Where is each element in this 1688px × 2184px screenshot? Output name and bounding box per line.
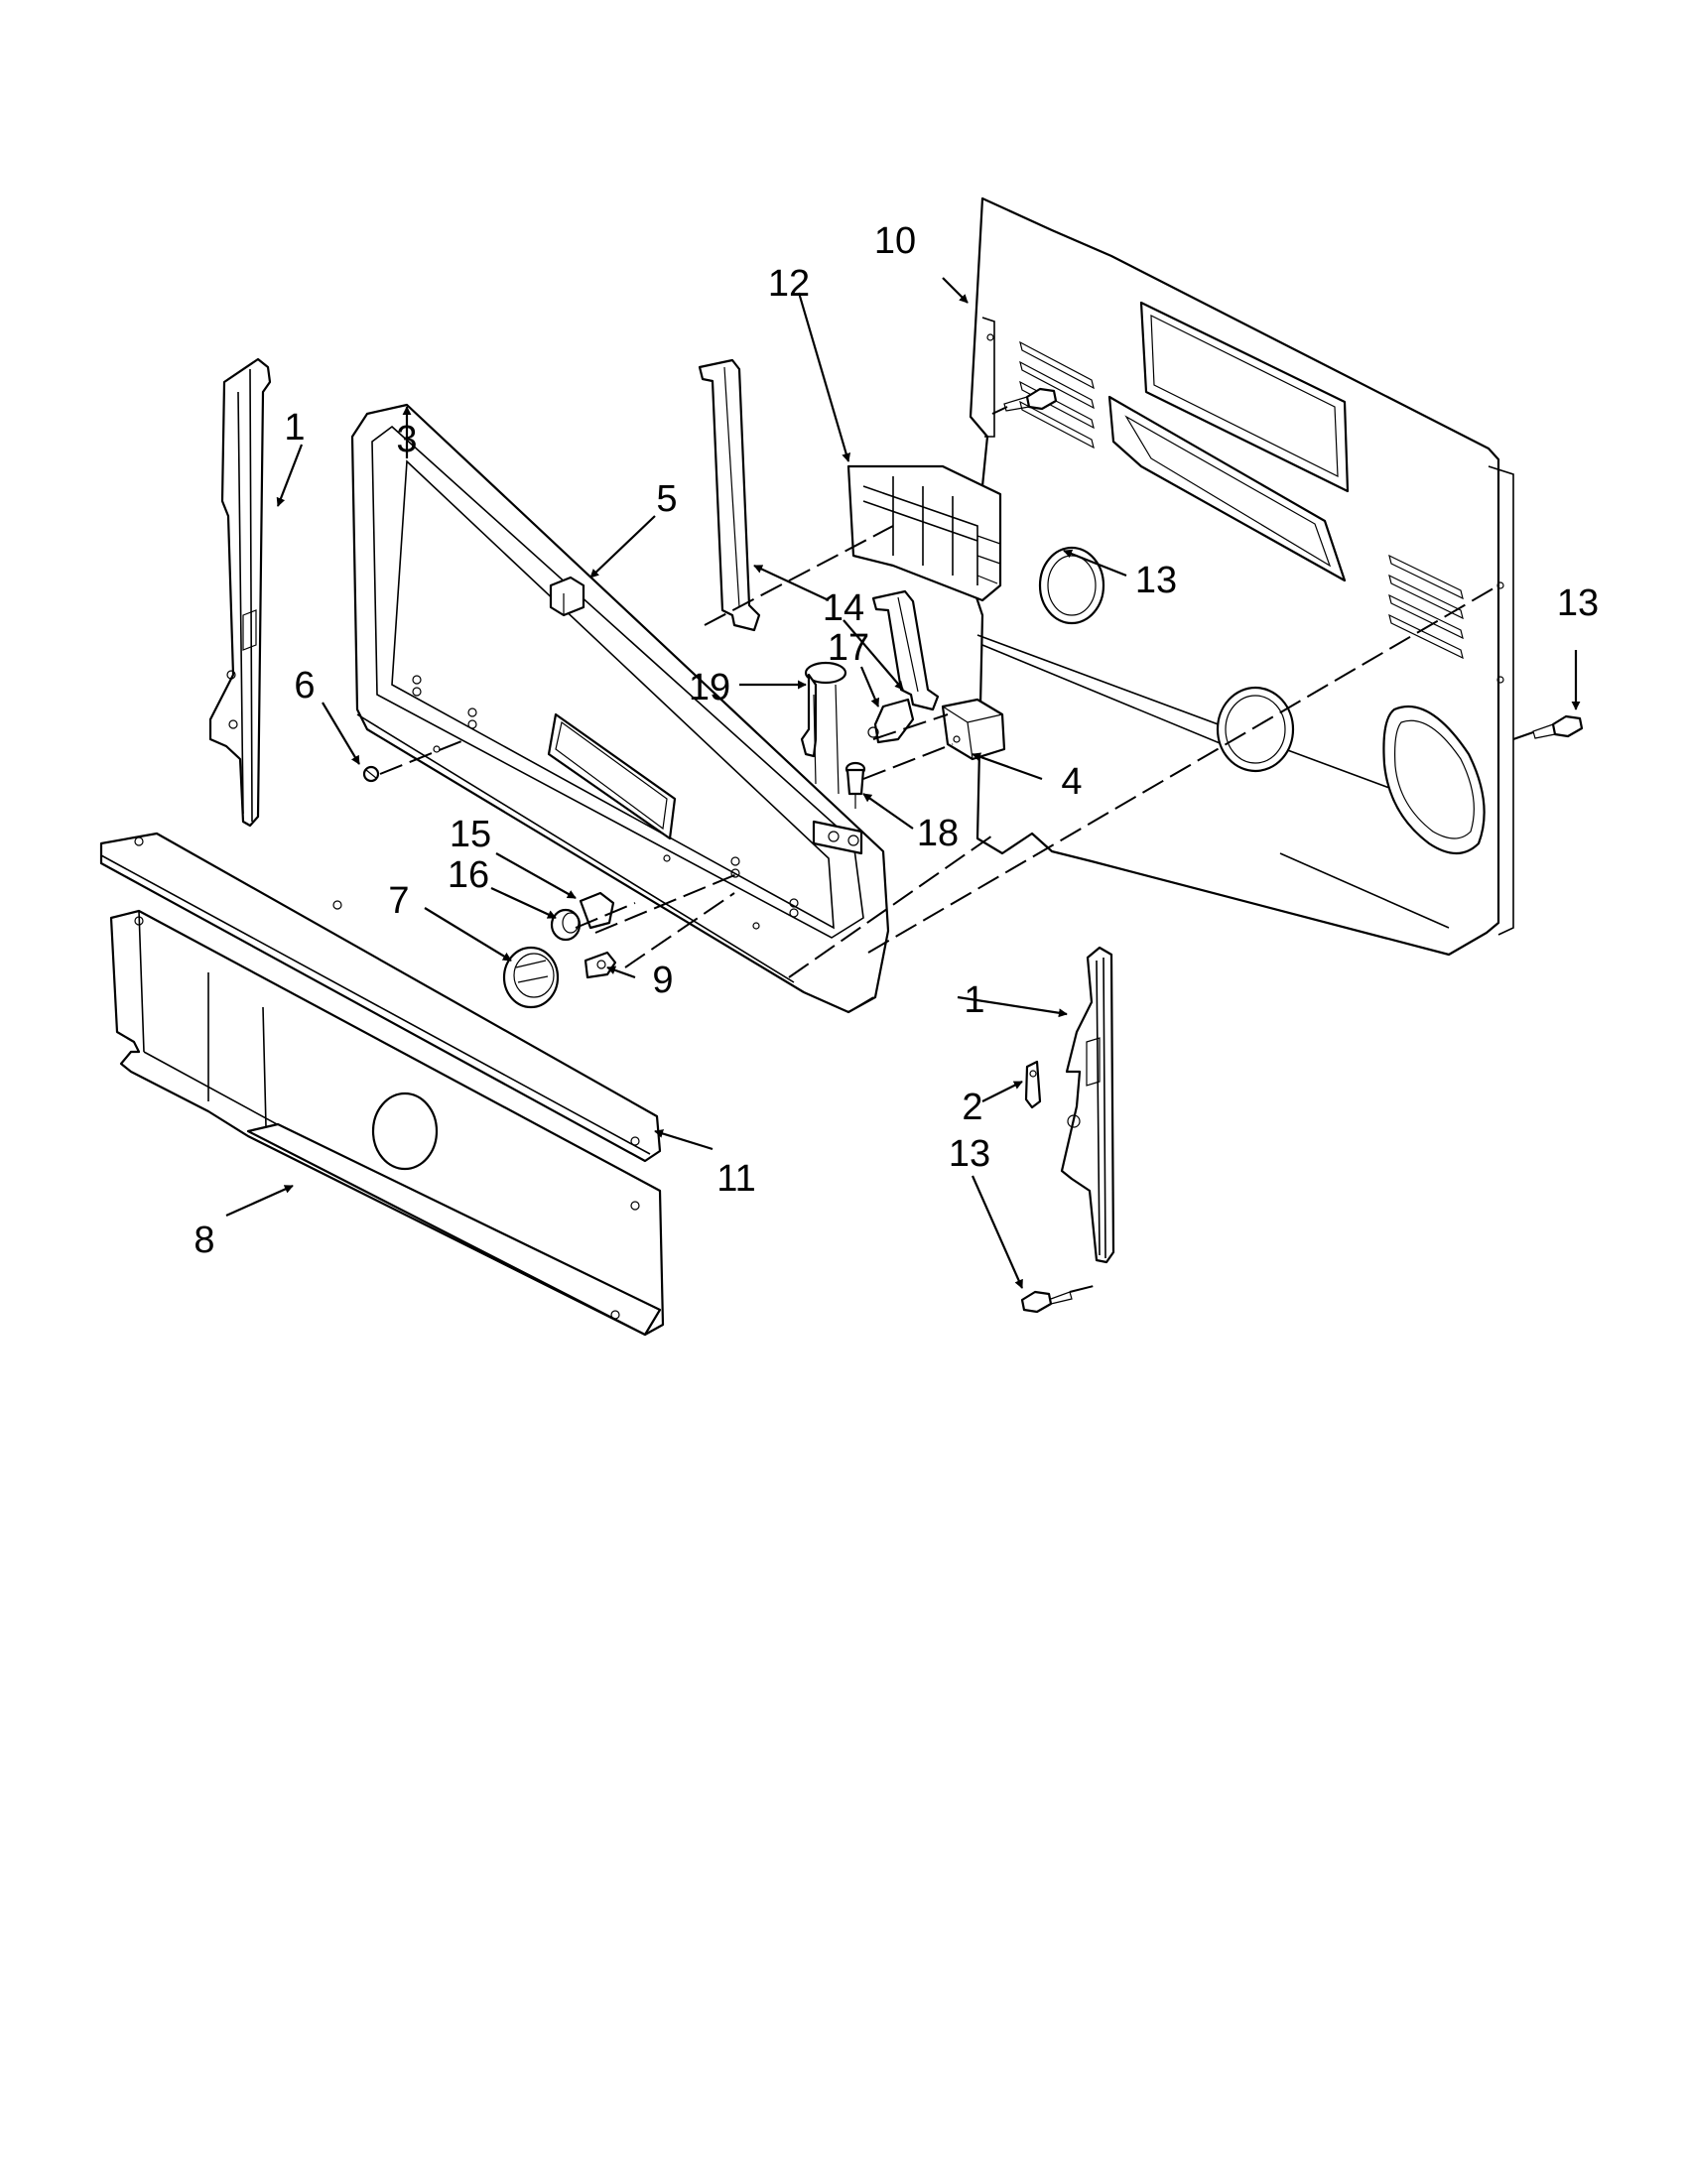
bracket-left-14	[698, 358, 761, 632]
knob-insert-15	[579, 891, 615, 930]
manifold-panel	[99, 832, 662, 1163]
callout-5: 5	[656, 478, 677, 520]
screw-13-lower	[1020, 1290, 1073, 1314]
callout-3: 3	[396, 419, 417, 460]
callout-17: 17	[828, 627, 869, 669]
screw-13-right	[1532, 714, 1584, 739]
callout-6: 6	[294, 665, 315, 707]
end-cap-left	[208, 357, 272, 828]
callout-12: 12	[768, 263, 810, 305]
callout-18: 18	[917, 813, 959, 854]
control-board-bracket	[846, 464, 1002, 602]
control-panel	[350, 403, 890, 1014]
callout-15: 15	[450, 814, 491, 855]
callout-13-upper: 13	[1135, 560, 1177, 601]
callout-4: 4	[1061, 761, 1082, 803]
callout-labels: 1 3 5 10 12 13 13 14 17 19 4 18 6 15 16 …	[194, 220, 1599, 1261]
callout-13-lower: 13	[949, 1133, 990, 1175]
callout-9: 9	[652, 960, 673, 1001]
switch-17	[867, 698, 915, 744]
bracket-clip	[1024, 1060, 1042, 1109]
rear-panel	[969, 196, 1514, 957]
callout-8: 8	[194, 1220, 214, 1261]
callout-14: 14	[823, 587, 864, 629]
callout-2: 2	[962, 1087, 982, 1128]
screw-6	[362, 765, 380, 783]
callout-16: 16	[448, 854, 489, 896]
callout-10: 10	[874, 220, 916, 262]
assembly-lines	[379, 406, 1534, 1293]
transformer-4	[941, 698, 1006, 761]
knob-ring-16	[550, 908, 582, 942]
knob-7	[502, 946, 560, 1009]
callout-13-right: 13	[1557, 582, 1599, 624]
end-cap-right	[1060, 946, 1115, 1264]
indicator-light-18	[844, 761, 866, 809]
lower-front-panel	[109, 909, 665, 1337]
leader-lines	[225, 277, 1581, 1289]
callout-1-left: 1	[284, 407, 305, 449]
valve-9	[584, 951, 617, 979]
bracket-right-14	[871, 589, 940, 711]
callout-11: 11	[716, 1158, 755, 1200]
callout-19: 19	[689, 667, 730, 708]
callout-1-right: 1	[964, 979, 984, 1021]
switch-part	[549, 576, 585, 617]
thermostat-19	[800, 661, 847, 795]
callout-7: 7	[388, 880, 409, 922]
